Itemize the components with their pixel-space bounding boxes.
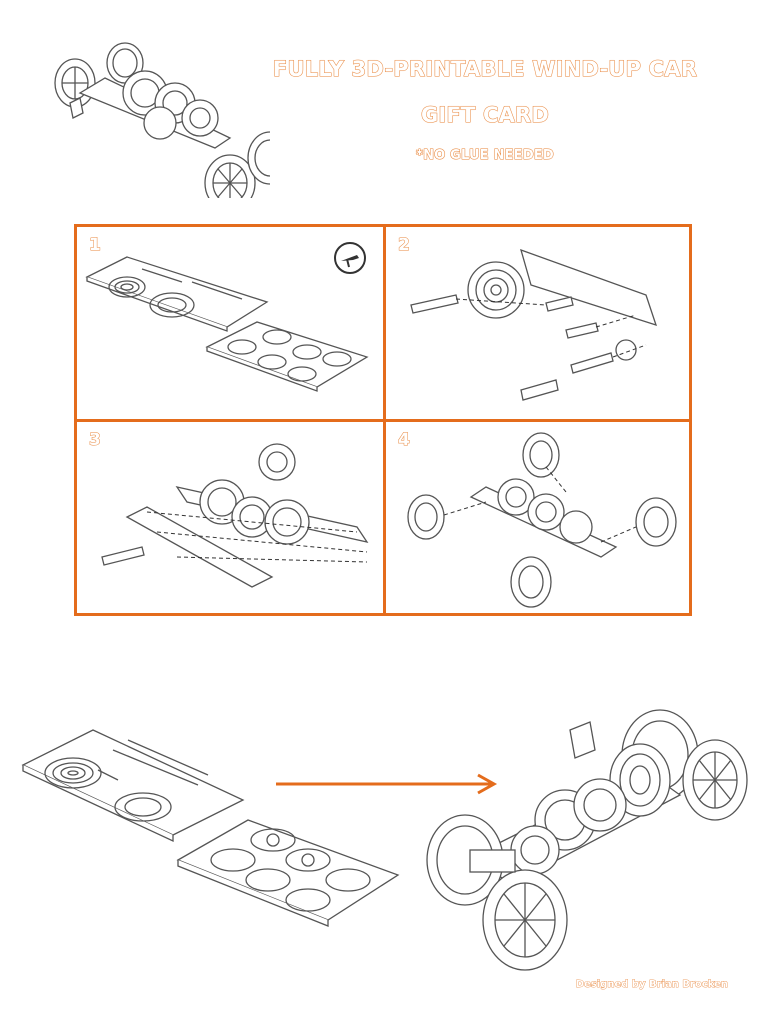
gear-assembly-drawing [101,443,369,588]
step-number-4: 4 [398,430,411,451]
right-arrow-icon [276,772,498,796]
step-panel-2: 2 [383,224,692,422]
step-number-3: 3 [89,430,102,451]
spring-axle-drawing [410,248,658,401]
step-panel-4: 4 [383,419,692,616]
step-number-1: 1 [89,235,102,256]
wheel-assembly-drawing [407,432,677,608]
step-panel-3: 3 [74,419,386,616]
designer-credit: Designed by Brian Brocken [575,979,728,991]
hero-car-illustration [45,38,270,198]
step-panel-1: 1 [74,224,386,422]
print-plates-drawing [85,256,369,392]
no-glue-note: *NO GLUE NEEDED [416,148,555,164]
print-plates-illustration [18,725,413,930]
cutter-tool-icon [333,241,367,275]
instruction-grid: 1 [74,224,692,616]
title-line-1: FULLY 3D-PRINTABLE WIND-UP CAR [272,57,698,82]
title-line-2: GIFT CARD [420,103,550,128]
step-number-2: 2 [398,235,411,256]
assembled-car-illustration [415,700,750,975]
